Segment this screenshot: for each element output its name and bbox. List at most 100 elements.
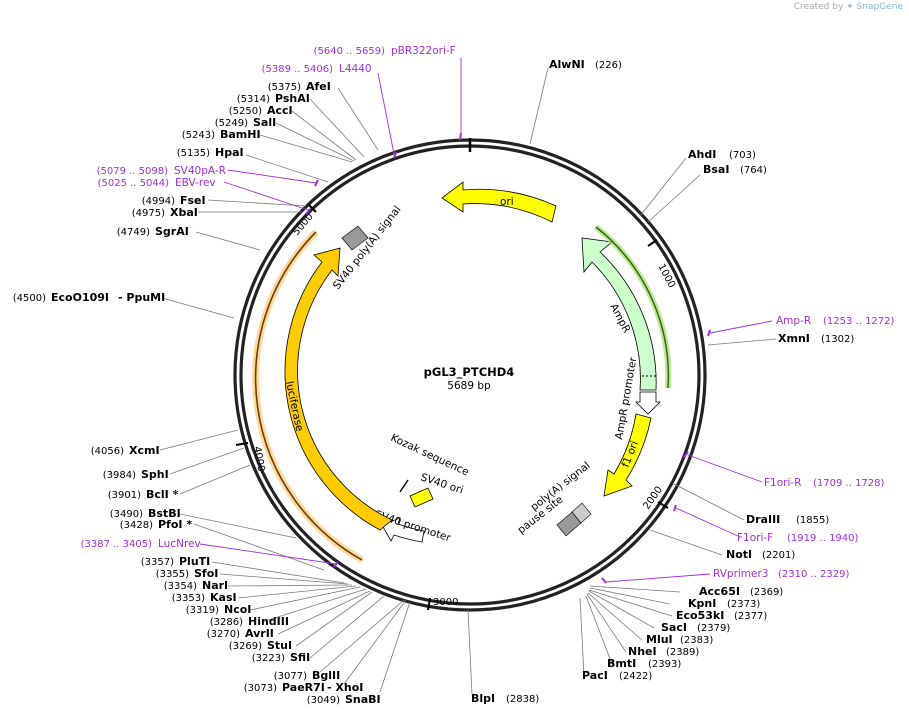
enzyme-position: (3354)	[164, 581, 197, 592]
leader-line	[159, 429, 239, 451]
enzyme-label-mlui[interactable]: MluI (2383)	[646, 633, 713, 646]
enzyme-label-bmti[interactable]: BmtI (2393)	[607, 657, 681, 670]
enzyme-label-ecoo109i-ppumi[interactable]: (4500) EcoO109I - PpuMI	[13, 291, 165, 304]
enzyme-label-afei[interactable]: (5375) AfeI	[268, 80, 331, 93]
enzyme-label-blpi[interactable]: BlpI (2838)	[471, 692, 539, 705]
primer-label-ebv-rev[interactable]: (5025 .. 5044) EBV-rev	[98, 177, 216, 189]
luciferase-label: luciferase	[283, 380, 305, 432]
primer-label-pbr322ori-f[interactable]: (5640 .. 5659) pBR322ori-F	[314, 45, 456, 57]
enzyme-label-saci[interactable]: SacI (2379)	[661, 621, 730, 634]
leader-line	[647, 174, 701, 223]
enzyme-label-paci[interactable]: PacI (2422)	[582, 669, 652, 682]
enzyme-position: (2379)	[697, 623, 730, 634]
enzyme-label-xcmi[interactable]: (4056) XcmI	[91, 444, 160, 457]
enzyme-position: (3353)	[172, 593, 205, 604]
enzyme-label-fsei[interactable]: (4994) FseI	[142, 194, 206, 207]
enzyme-label-noti[interactable]: NotI (2201)	[726, 548, 795, 561]
primer-mark	[305, 208, 311, 215]
ori-feature[interactable]	[441, 181, 557, 223]
luciferase-feature[interactable]	[284, 247, 393, 531]
enzyme-label-kasi[interactable]: (3353) KasI	[172, 591, 237, 604]
primer-name: RVprimer3	[713, 568, 769, 580]
enzyme-label-ahdi[interactable]: AhdI (703)	[688, 148, 756, 161]
primer-label-f1ori-r[interactable]: F1ori-R (1709 .. 1728)	[764, 477, 885, 489]
primer-label-f1ori-f[interactable]: F1ori-F (1919 .. 1940)	[737, 532, 859, 544]
enzyme-name: EcoO109I	[51, 291, 109, 304]
enzyme-name: SphI	[141, 468, 169, 481]
enzyme-position: (2422)	[619, 671, 652, 682]
enzyme-label-pshai[interactable]: (5314) PshAI	[237, 92, 310, 105]
primer-label-sv40pa-r[interactable]: (5079 .. 5098) SV40pA-R	[97, 165, 226, 177]
enzyme-label-acc65i[interactable]: Acc65I (2369)	[699, 585, 783, 598]
enzyme-position: (3490)	[110, 509, 143, 520]
enzyme-name: HindIII	[248, 615, 289, 628]
kozak-sequence-label: Kozak sequence	[389, 432, 471, 479]
leader-line	[675, 507, 741, 538]
enzyme-label-ncoi[interactable]: (3319) NcoI	[186, 603, 252, 616]
enzyme-name: PluTI	[179, 555, 210, 568]
primer-label-l4440[interactable]: (5389 .. 5406) L4440	[262, 63, 372, 75]
enzyme-label-draiii[interactable]: DraIII (1855)	[746, 513, 829, 526]
f1-ori-feature[interactable]	[603, 413, 652, 497]
leader-line	[309, 98, 365, 158]
primer-range: (3387 .. 3405)	[81, 539, 153, 550]
enzyme-label-sali[interactable]: (5249) SalI	[215, 116, 276, 129]
enzyme-label-paer7i-xhoi[interactable]: (3073) PaeR7I - XhoI	[244, 681, 364, 694]
primer-label-lucnrev[interactable]: (3387 .. 3405) LucNrev	[81, 538, 201, 550]
enzyme-label-bsai[interactable]: BsaI (764)	[703, 163, 767, 176]
enzyme-label-snabi[interactable]: (3049) SnaBI	[307, 693, 381, 706]
enzyme-label-alwni[interactable]: AlwNI (226)	[549, 58, 622, 71]
enzyme-label-avrii[interactable]: (3270) AvrII	[207, 627, 274, 640]
enzyme-position: (5314)	[237, 94, 270, 105]
enzyme-label-stui[interactable]: (3269) StuI	[229, 639, 292, 652]
primer-label-rvprimer3[interactable]: RVprimer3 (2310 .. 2329)	[713, 568, 850, 580]
sv40-ori-feature[interactable]	[409, 487, 434, 508]
enzyme-label-sphi[interactable]: (3984) SphI	[103, 468, 169, 481]
primer-range: (5025 .. 5044)	[98, 178, 170, 189]
primer-mark	[314, 179, 319, 187]
pause-site-feature[interactable]	[571, 502, 592, 524]
enzyme-name: SacI	[661, 621, 687, 634]
enzyme-position: (3319)	[186, 605, 219, 616]
enzyme-name: NheI	[628, 645, 657, 658]
enzyme-label-sfii[interactable]: (3223) SfiI	[252, 651, 310, 664]
enzyme-label-pfoi[interactable]: (3428) PfoI *	[120, 518, 193, 531]
primer-range: (5079 .. 5098)	[97, 166, 169, 177]
enzyme-label-nhei[interactable]: NheI (2389)	[628, 645, 699, 658]
leader-line	[687, 454, 763, 483]
enzyme-label-hindiii[interactable]: (3286) HindIII	[210, 615, 289, 628]
enzyme-label-sfoi[interactable]: (3355) SfoI	[156, 567, 219, 580]
leader-line	[291, 110, 357, 161]
enzyme-label-kpni[interactable]: KpnI (2373)	[688, 597, 760, 610]
enzyme-label-bglii[interactable]: (3077) BglII	[274, 669, 340, 682]
enzyme-label-sgrai[interactable]: (4749) SgrAI	[117, 225, 189, 238]
enzyme-label-xmni[interactable]: XmnI (1302)	[778, 332, 854, 345]
leader-line	[179, 464, 251, 495]
enzyme-label-eco53ki[interactable]: Eco53kI (2377)	[676, 609, 767, 622]
ampr-promoter-feature[interactable]	[635, 391, 661, 415]
primer-label-amp-r[interactable]: Amp-R (1253 .. 1272)	[776, 315, 895, 327]
enzyme-label-hpai[interactable]: (5135) HpaI	[177, 146, 244, 159]
enzyme-name: PshAI	[275, 92, 310, 105]
enzyme-name: SfoI	[194, 567, 218, 580]
leader-line	[707, 338, 777, 346]
enzyme-label-pluti[interactable]: (3357) PluTI	[141, 555, 211, 568]
enzyme-label-bstbi[interactable]: (3490) BstBI	[110, 507, 181, 520]
enzyme-name: BclI *	[146, 488, 179, 501]
enzyme-label-bcli[interactable]: (3901) BclI *	[108, 488, 179, 501]
enzyme-label-xbai[interactable]: (4975) XbaI	[132, 206, 198, 219]
primer-range: (5640 .. 5659)	[314, 46, 386, 57]
ampr-feature[interactable]	[581, 237, 657, 391]
credit-brand: SnapGene	[856, 2, 903, 12]
enzyme-name: SgrAI	[155, 225, 189, 238]
enzyme-position: (3984)	[103, 470, 136, 481]
enzyme-name: PaeR7I	[282, 681, 325, 694]
sv40-promoter-feature[interactable]	[381, 517, 425, 543]
enzyme-label-nari[interactable]: (3354) NarI	[164, 579, 228, 592]
enzyme-label-acci[interactable]: (5250) AccI	[229, 104, 293, 117]
enzyme-label-bamhi[interactable]: (5243) BamHI	[182, 128, 261, 141]
enzyme-position: (764)	[740, 165, 767, 176]
sv40-polya-signal-feature[interactable]	[341, 225, 369, 251]
leader-line	[673, 483, 745, 521]
enzyme-position: (3223)	[252, 653, 285, 664]
